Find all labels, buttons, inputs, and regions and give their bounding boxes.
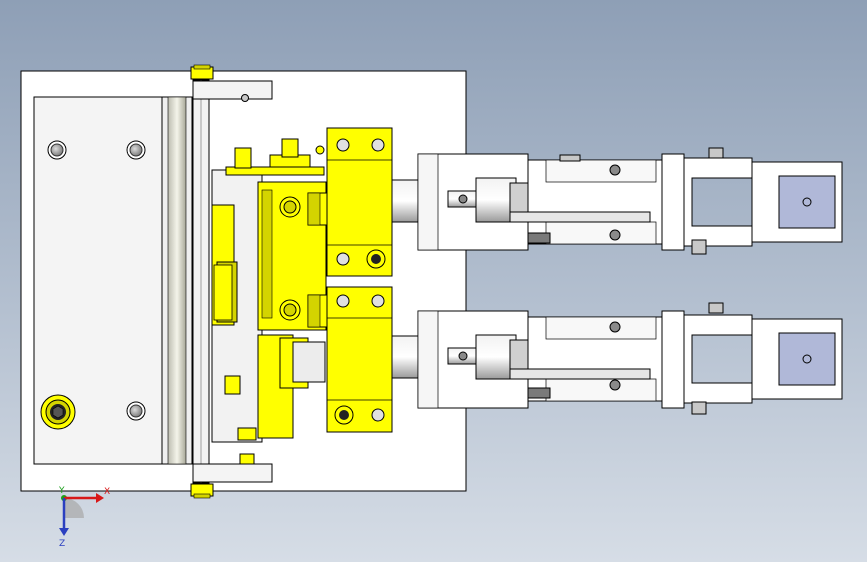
lower-gripper-assembly[interactable]	[391, 302, 843, 415]
top-clamp-bracket[interactable]	[190, 64, 273, 102]
mounting-bolt	[126, 140, 146, 160]
yellow-hex-socket-bolt	[40, 394, 76, 430]
lower-yellow-mount[interactable]	[326, 286, 393, 433]
upper-yellow-mount[interactable]	[326, 127, 393, 277]
z-axis-label: Z	[59, 539, 65, 549]
lower-yellow-block[interactable]	[257, 334, 326, 439]
upper-gripper-assembly[interactable]	[391, 147, 843, 255]
top-adjust-screw	[225, 138, 325, 176]
slide-carriage[interactable]	[211, 169, 263, 443]
vertical-rail[interactable]	[192, 79, 210, 484]
x-axis-label: X	[104, 487, 110, 497]
bottom-clamp-bracket[interactable]	[190, 453, 273, 499]
mounting-bolt	[126, 401, 146, 421]
coordinate-triad: X Y Z	[58, 486, 110, 549]
mounting-bolt	[47, 140, 67, 160]
y-axis-label: Y	[58, 486, 65, 496]
